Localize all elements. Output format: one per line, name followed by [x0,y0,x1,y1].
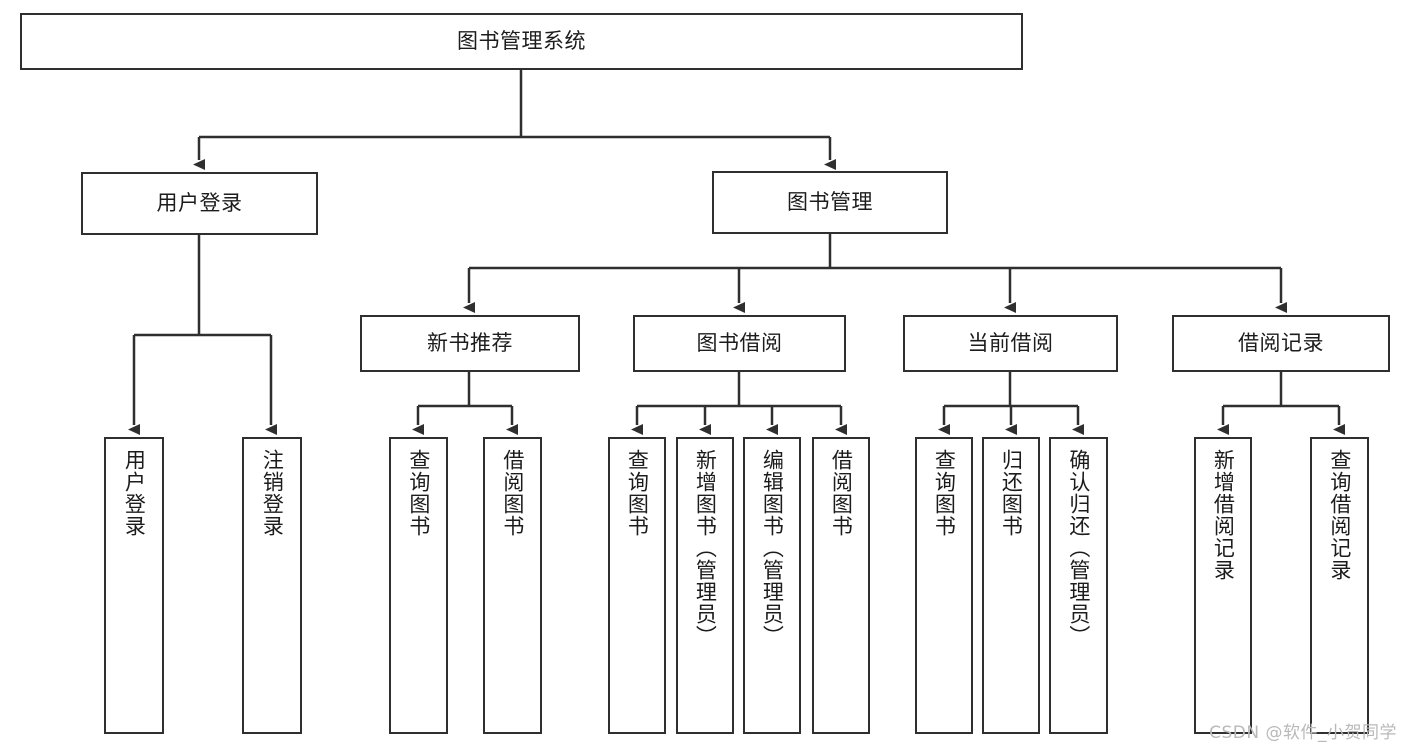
leaf-label: 编辑图书（管理员） [760,449,785,647]
leaf-label: 查询图书 [932,449,957,537]
leaf-label: 用户登录 [122,449,147,537]
node-book-borrow-label: 图书借阅 [696,331,783,356]
leaf-book-borrow-1[interactable]: 新增图书（管理员） [676,437,734,734]
node-borrow-record-label: 借阅记录 [1238,331,1324,356]
leaf-label: 新增借阅记录 [1211,449,1236,581]
leaf-label: 借阅图书 [829,449,854,537]
leaf-label: 注销登录 [260,449,285,537]
node-borrow-record[interactable]: 借阅记录 [1172,315,1390,372]
leaf-label: 确认归还（管理员） [1066,449,1091,647]
node-book-management[interactable]: 图书管理 [712,171,948,234]
leaf-current-borrow-2[interactable]: 确认归还（管理员） [1049,437,1108,734]
node-user-login-label: 用户登录 [156,191,243,216]
leaf-book-borrow-0[interactable]: 查询图书 [608,437,666,734]
node-book-management-label: 图书管理 [787,190,873,215]
node-book-borrow[interactable]: 图书借阅 [633,315,846,372]
leaf-book-borrow-3[interactable]: 借阅图书 [812,437,870,734]
leaf-new-book-recommend-1[interactable]: 借阅图书 [483,437,542,734]
leaf-label: 查询图书 [625,449,650,537]
leaf-book-borrow-2[interactable]: 编辑图书（管理员） [743,437,801,734]
leaf-label: 新增图书（管理员） [693,449,718,647]
node-root[interactable]: 图书管理系统 [20,13,1023,70]
node-root-label: 图书管理系统 [457,29,586,54]
node-user-login[interactable]: 用户登录 [81,172,318,235]
leaf-user-login-0[interactable]: 用户登录 [104,437,164,734]
node-current-borrow-label: 当前借阅 [967,331,1054,356]
leaf-borrow-record-0[interactable]: 新增借阅记录 [1194,437,1252,734]
node-new-book-recommend[interactable]: 新书推荐 [360,315,580,372]
node-current-borrow[interactable]: 当前借阅 [903,315,1118,372]
leaf-label: 查询借阅记录 [1327,449,1352,581]
leaf-label: 归还图书 [999,449,1024,537]
leaf-borrow-record-1[interactable]: 查询借阅记录 [1310,437,1369,734]
leaf-label: 查询图书 [406,449,431,537]
leaf-current-borrow-1[interactable]: 归还图书 [982,437,1040,734]
leaf-label: 借阅图书 [500,449,525,537]
leaf-user-login-1[interactable]: 注销登录 [242,437,302,734]
watermark-text: CSDN @软件_小贺同学 [1209,723,1397,743]
leaf-new-book-recommend-0[interactable]: 查询图书 [389,437,448,734]
leaf-current-borrow-0[interactable]: 查询图书 [915,437,973,734]
node-new-book-recommend-label: 新书推荐 [427,331,513,356]
